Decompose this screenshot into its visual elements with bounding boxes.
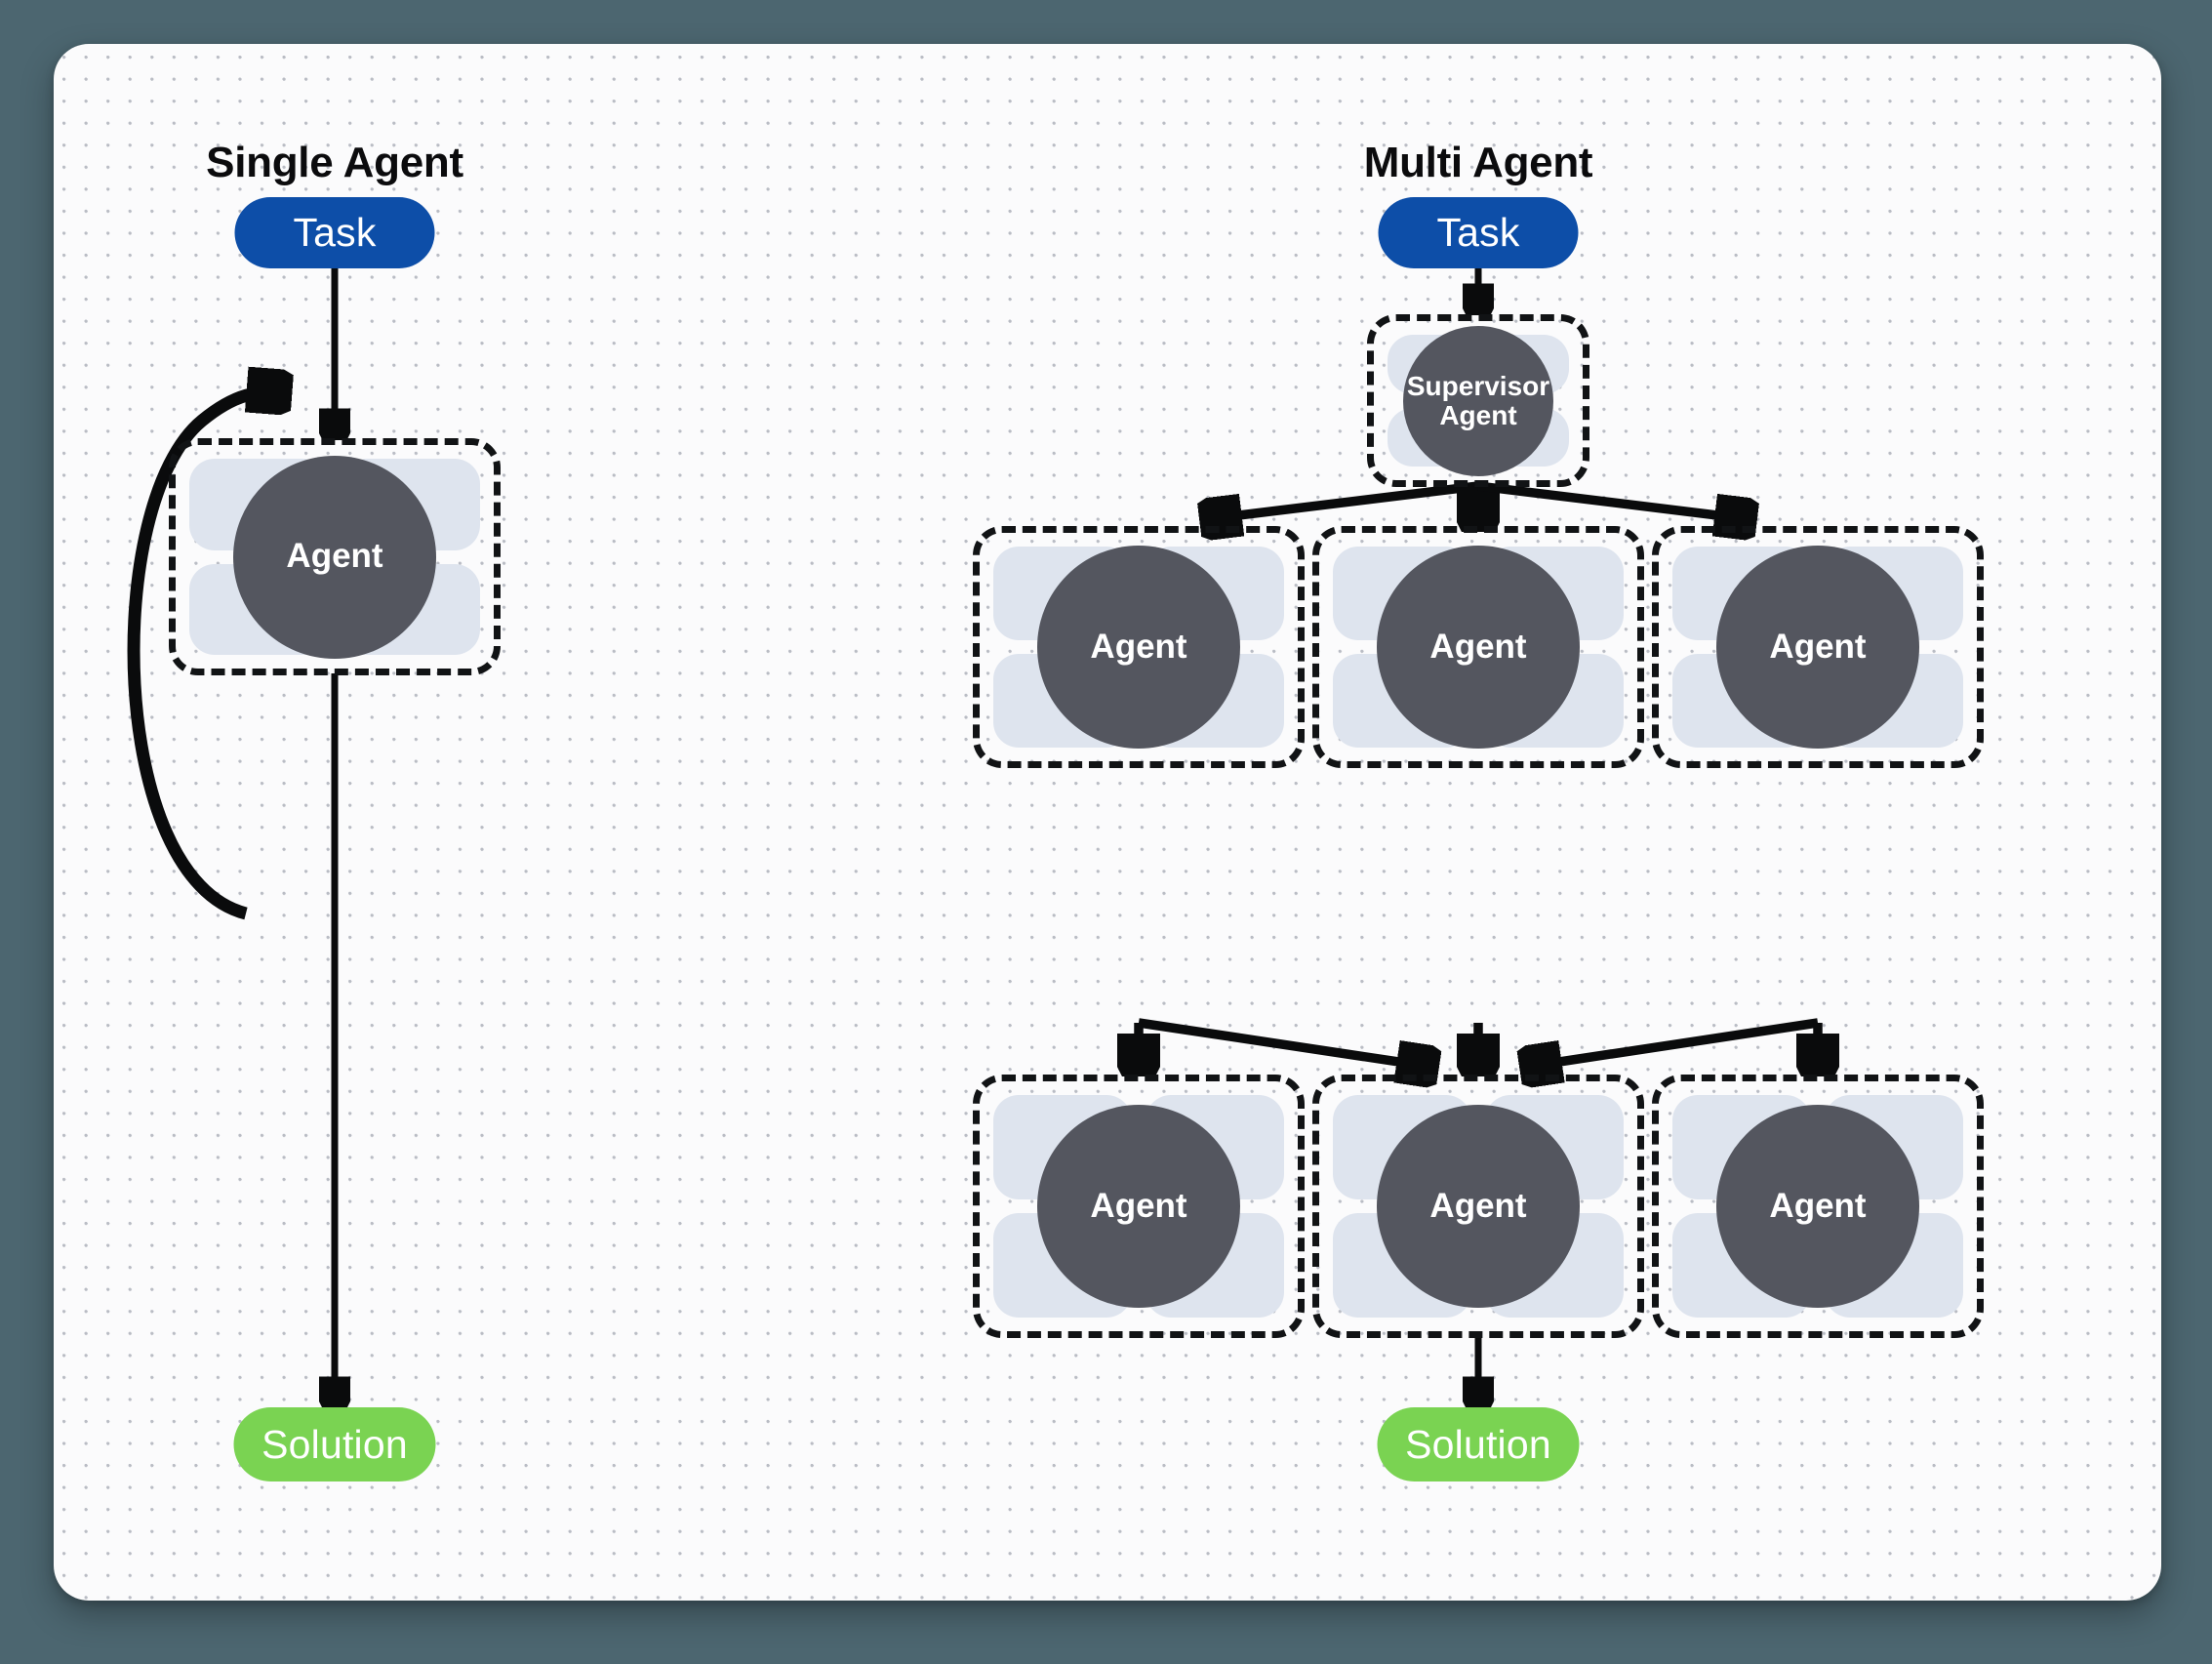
agent-circle-single[interactable]: Agent [233, 455, 436, 659]
arrow-agent3-to-agent5 [1527, 1018, 1819, 1067]
diagram-canvas: Single Agent Task Agent Solution Multi A… [54, 44, 2161, 1601]
agent-card-row1-left[interactable]: Agent [973, 526, 1305, 768]
supervisor-card[interactable]: Supervisor Agent [1367, 314, 1589, 487]
diagram-layer: Single Agent Task Agent Solution Multi A… [54, 44, 2161, 1601]
agent-circle-row1-left[interactable]: Agent [1037, 546, 1240, 749]
arrow-supervisor-to-agent-1 [1207, 481, 1479, 519]
arrow-agent1-to-agent5 [1138, 1018, 1431, 1067]
solution-node-multi[interactable]: Solution [1377, 1407, 1580, 1481]
agent-card-row1-middle[interactable]: Agent [1312, 526, 1644, 768]
agent-card-row1-right[interactable]: Agent [1652, 526, 1984, 768]
agent-card-single[interactable]: Agent [169, 438, 501, 675]
solution-node-single[interactable]: Solution [233, 1407, 436, 1481]
arrow-layer [127, 268, 2161, 1601]
page-title-single-agent: Single Agent [206, 139, 463, 186]
task-node-multi[interactable]: Task [1378, 197, 1579, 268]
agent-circle-row2-middle[interactable]: Agent [1377, 1105, 1580, 1308]
agent-card-row2-right[interactable]: Agent [1652, 1075, 1984, 1338]
agent-circle-row1-middle[interactable]: Agent [1377, 546, 1580, 749]
agent-circle-row2-right[interactable]: Agent [1716, 1105, 1919, 1308]
agent-circle-row1-right[interactable]: Agent [1716, 546, 1919, 749]
arrow-supervisor-to-agent-3 [1477, 481, 1749, 519]
agent-card-row2-middle[interactable]: Agent [1312, 1075, 1644, 1338]
task-node-single[interactable]: Task [234, 197, 435, 268]
page-title-multi-agent: Multi Agent [1363, 139, 1593, 186]
agent-circle-row2-left[interactable]: Agent [1037, 1105, 1240, 1308]
supervisor-circle[interactable]: Supervisor Agent [1403, 325, 1553, 476]
agent-card-row2-left[interactable]: Agent [973, 1075, 1305, 1338]
